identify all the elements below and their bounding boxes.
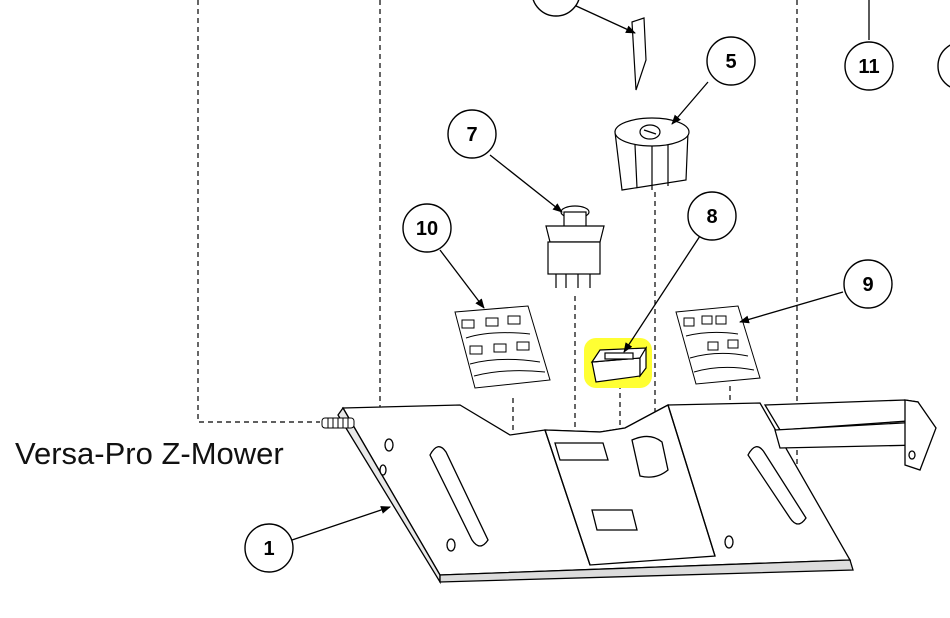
callout-partial-circle (532, 0, 580, 17)
callout-partial-right-circle (937, 44, 950, 88)
decal-part-10 (454, 305, 551, 389)
callout-8-circle (687, 191, 737, 241)
callout-5-label: 5 (725, 51, 736, 73)
callout-11-label: 11 (858, 56, 879, 78)
callout-7-label: 7 (466, 124, 477, 146)
ignition-part-5 (614, 117, 690, 191)
callout-9-label: 9 (862, 274, 873, 296)
callout-10-label: 10 (416, 218, 438, 240)
switch-part-7 (545, 205, 605, 288)
base-plate (337, 402, 854, 585)
decal-part-9 (675, 305, 761, 385)
diagram-caption: Versa-Pro Z-Mower (15, 436, 284, 471)
callout-5-circle (706, 36, 756, 86)
callout-1-circle (244, 523, 294, 573)
bolt (321, 417, 355, 429)
leader-arrows (291, 0, 870, 541)
callout-8-label: 8 (706, 206, 717, 228)
callout-11-circle (844, 41, 894, 91)
callout-9-circle (843, 259, 893, 309)
callout-7-circle (447, 109, 497, 159)
callout-1-label: 1 (263, 538, 274, 560)
key-part (631, 17, 647, 91)
callout-10-circle (402, 203, 452, 253)
side-bracket (763, 399, 937, 471)
highlighted-part-8 (584, 338, 652, 388)
